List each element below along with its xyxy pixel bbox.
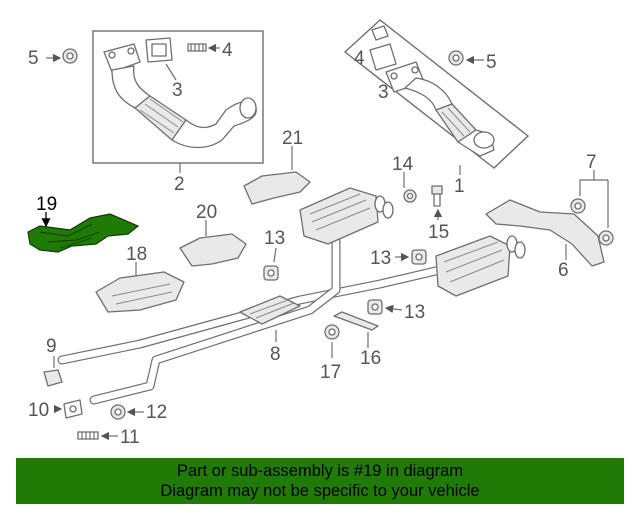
callout-1: 1	[454, 176, 465, 197]
part-13-isolator-c	[367, 299, 383, 315]
callout-21: 21	[282, 128, 303, 149]
part-18-heat-shield	[95, 271, 185, 313]
callout-13-c: 13	[404, 302, 425, 323]
part-19-heat-shield[interactable]	[27, 213, 140, 253]
banner-line-2: Diagram may not be specific to your vehi…	[160, 482, 480, 500]
callout-3-right: 3	[378, 82, 389, 103]
callout-16: 16	[360, 348, 381, 369]
part-15-bolt	[431, 185, 443, 207]
callout-8: 8	[270, 344, 281, 365]
part-9-hanger	[43, 369, 63, 387]
catalytic-converter-right-group	[343, 19, 530, 175]
part-6-bracket	[485, 199, 605, 267]
callout-5-left: 5	[28, 48, 39, 69]
part-17-nut	[324, 324, 340, 340]
callout-19: 19	[36, 194, 57, 215]
callout-12: 12	[146, 402, 167, 423]
muffler-right	[435, 235, 526, 297]
part-3-gasket-right	[369, 43, 397, 71]
catalytic-converter-left-group	[92, 30, 264, 173]
part-7-isolator-2	[598, 230, 614, 246]
part-5-nut-right	[448, 50, 464, 66]
callout-15: 15	[428, 222, 449, 243]
callout-6: 6	[558, 260, 569, 281]
part-8-resonator	[239, 295, 301, 325]
callout-4-right: 4	[354, 48, 365, 69]
callout-4-left: 4	[222, 40, 233, 61]
banner-line-1: Part or sub-assembly is #19 in diagram	[176, 462, 464, 480]
callout-2: 2	[174, 174, 185, 195]
callout-3-left: 3	[172, 80, 183, 101]
callout-labels: 5 4 3 2 4 3 5 1 19 21 20 18 14 15 7 6 13…	[28, 40, 597, 448]
muffler-left	[299, 187, 394, 245]
part-7-isolator-1	[570, 198, 586, 214]
part-11-stud	[77, 431, 99, 440]
highlight-notice-banner: Part or sub-assembly is #19 in diagram D…	[16, 458, 624, 504]
part-12-nut	[110, 404, 126, 420]
part-4-stud-right	[371, 25, 389, 41]
part-1-box	[343, 19, 530, 169]
part-4-stud-left	[187, 43, 207, 52]
exhaust-system-diagram: 5 4 3 2 4 3 5 1 19 21 20 18 14 15 7 6 13…	[27, 19, 614, 448]
callout-10: 10	[28, 400, 49, 421]
callout-17: 17	[320, 362, 341, 383]
part-13-isolator-b	[411, 249, 427, 265]
part-13-isolator-a	[263, 265, 279, 281]
part-2-box	[92, 30, 264, 164]
part-16-strap	[333, 311, 379, 331]
callout-5-right: 5	[486, 52, 497, 73]
callout-20: 20	[196, 202, 217, 223]
callout-7: 7	[586, 152, 597, 173]
part-5-nut-left	[62, 48, 78, 64]
part-10-gasket	[63, 399, 83, 419]
callout-13-b: 13	[370, 248, 391, 269]
part-14-nut	[403, 189, 417, 203]
callout-18: 18	[126, 244, 147, 265]
callout-13-a: 13	[264, 228, 285, 249]
callout-11: 11	[120, 427, 140, 448]
callout-9: 9	[46, 336, 57, 357]
part-20-heat-shield	[179, 233, 247, 267]
part-21-heat-shield	[243, 171, 311, 205]
callout-14: 14	[392, 154, 414, 175]
